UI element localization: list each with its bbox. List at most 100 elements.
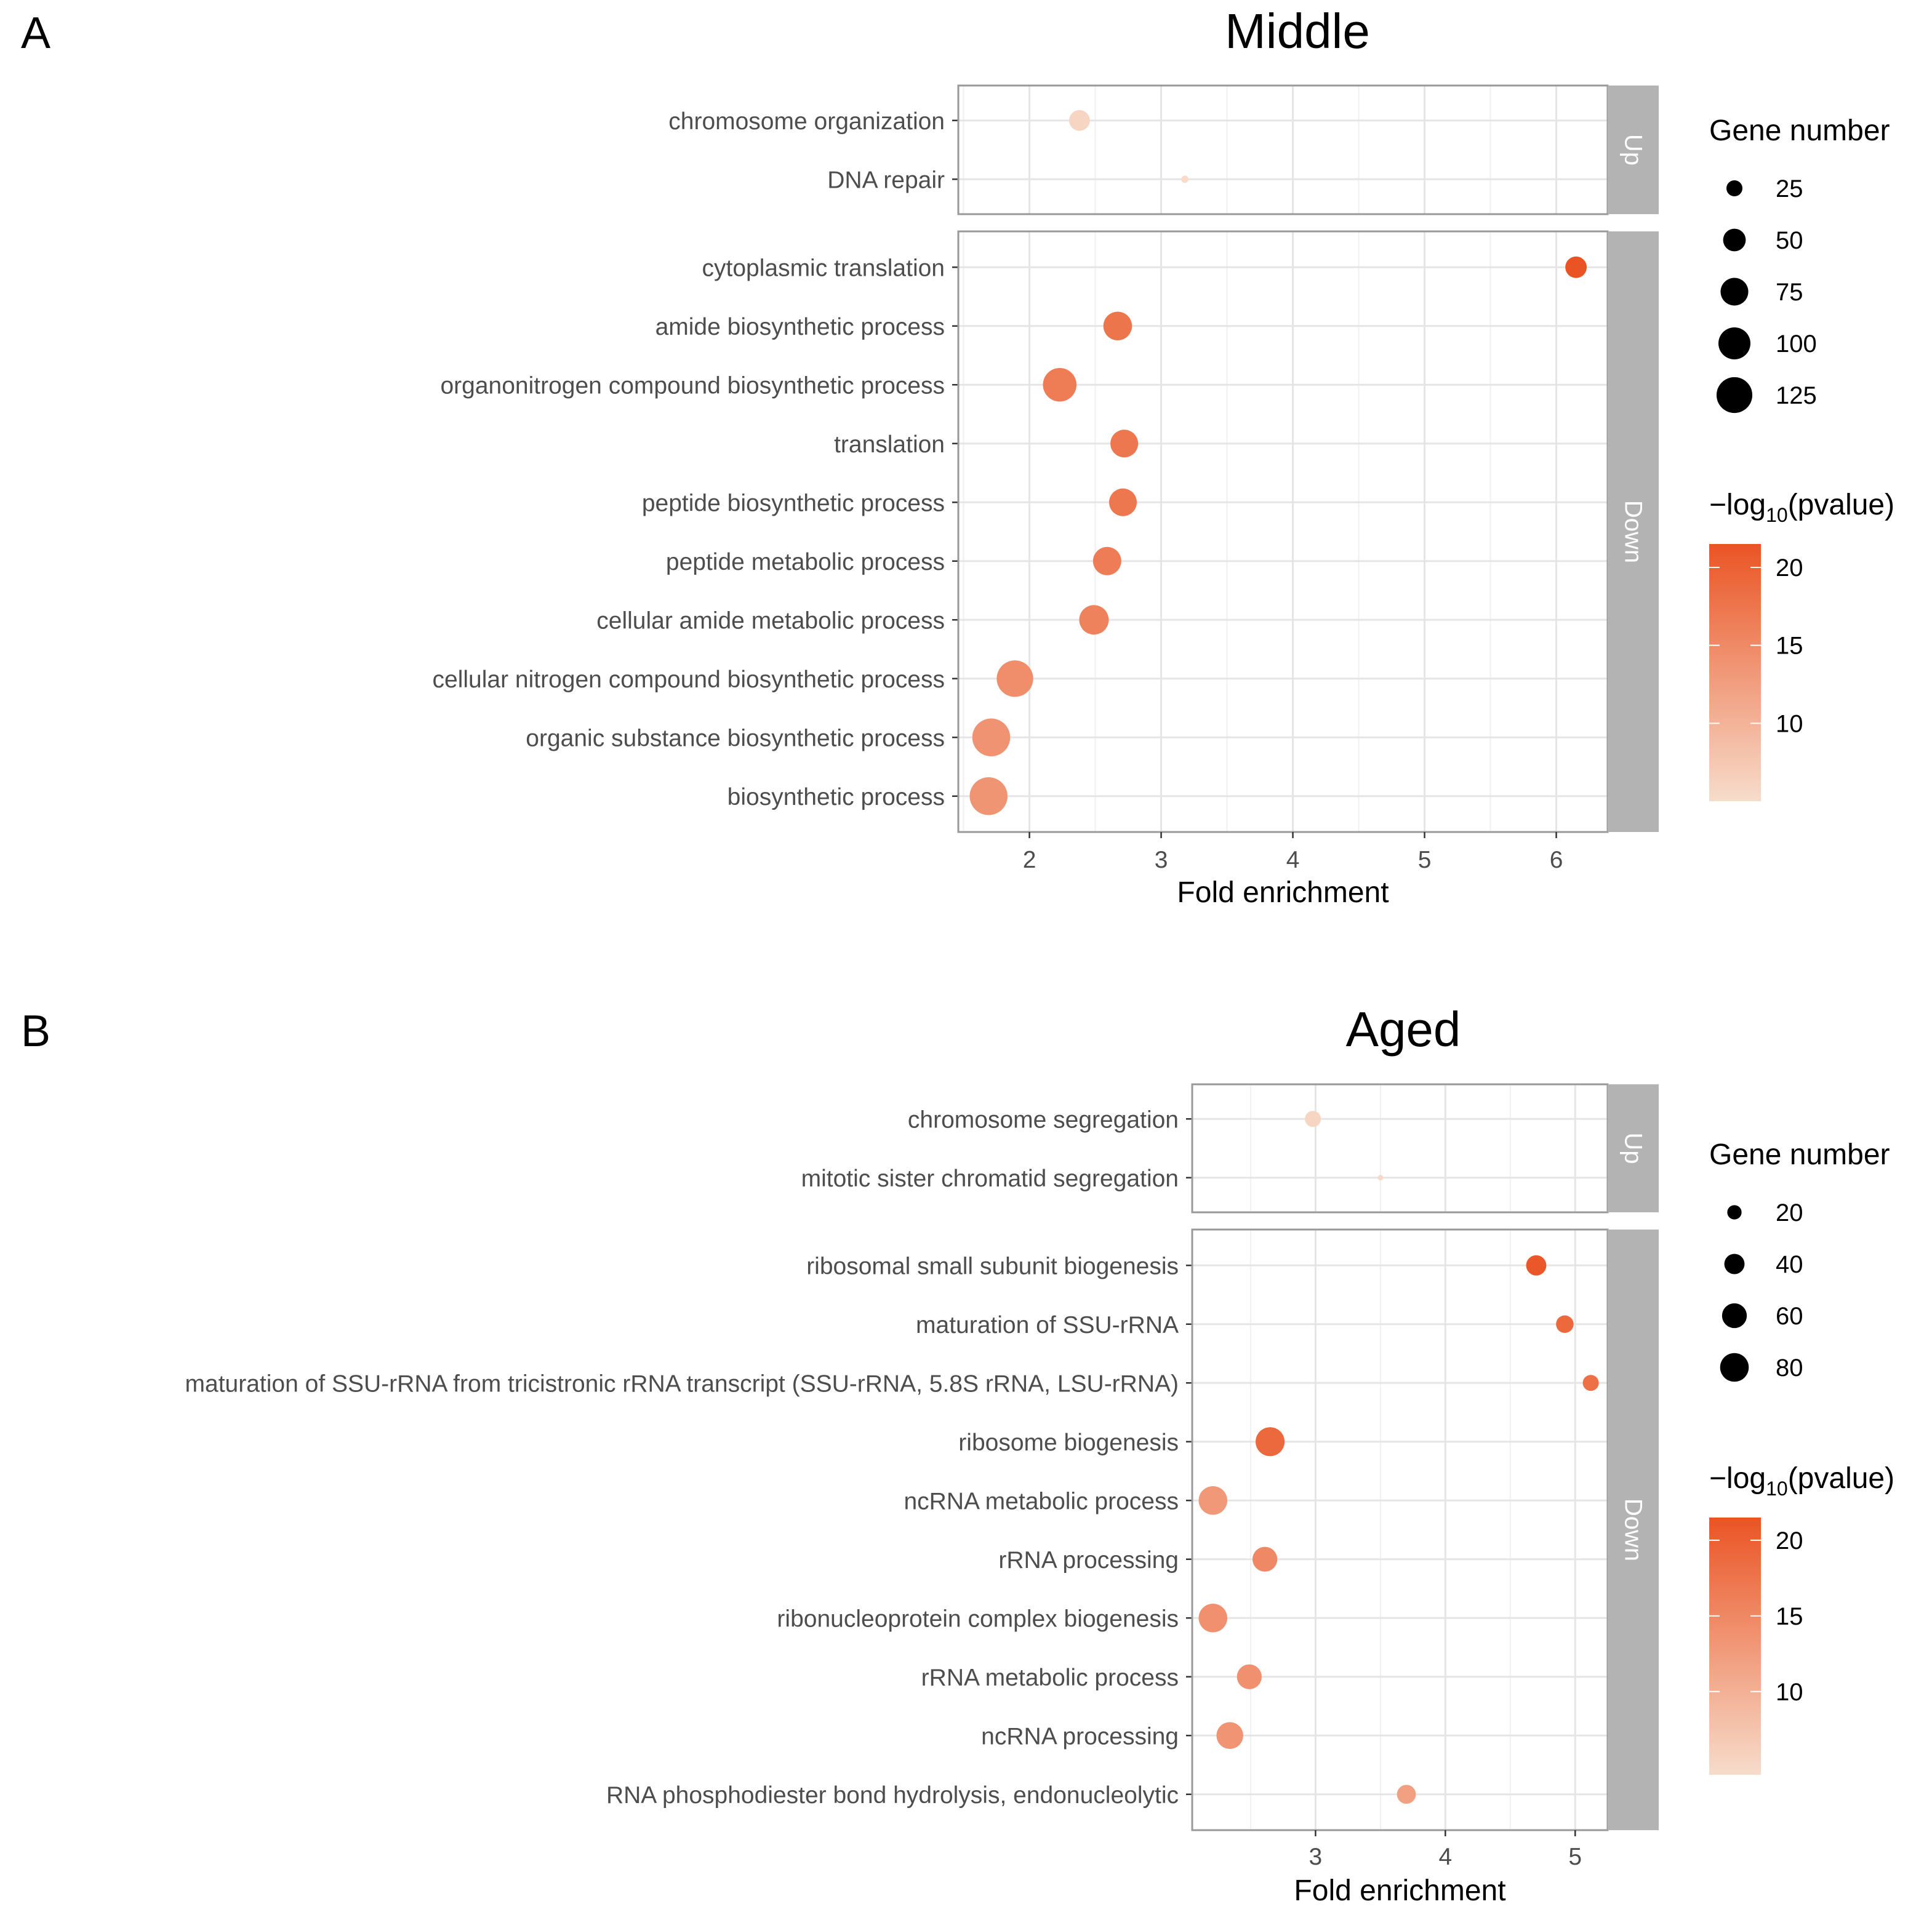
size-legend-label: 40 [1776, 1251, 1803, 1278]
x-tick-label: 6 [1550, 847, 1563, 873]
x-tick-label: 3 [1309, 1844, 1323, 1870]
x-axis-title: Fold enrichment [1294, 1874, 1505, 1907]
color-legend-label: 20 [1776, 554, 1803, 582]
data-point [1252, 1546, 1278, 1572]
panel-background [958, 86, 1608, 214]
color-legend-title-prefix: −log [1709, 489, 1766, 521]
facet-strip-label: Down [1620, 500, 1647, 563]
data-point [1198, 1603, 1228, 1633]
data-point [1181, 175, 1188, 183]
term-label: peptide biosynthetic process [642, 490, 945, 516]
chart-title: Middle [1225, 4, 1370, 58]
term-label: cellular amide metabolic process [596, 607, 945, 634]
x-tick-label: 4 [1438, 1844, 1452, 1870]
size-legend-key [1720, 278, 1749, 306]
facet-strip [1608, 1084, 1659, 1212]
size-legend-label: 20 [1776, 1199, 1803, 1226]
color-legend-title-sub: 10 [1766, 504, 1788, 526]
term-label: ribonucleoprotein complex biogenesis [777, 1606, 1179, 1632]
size-legend-label: 100 [1776, 330, 1817, 358]
x-tick-label: 2 [1023, 847, 1036, 873]
term-label: rRNA processing [998, 1547, 1179, 1574]
panel-background [1192, 1230, 1608, 1830]
facet-strip [1608, 231, 1659, 832]
term-label: amide biosynthetic process [655, 314, 945, 340]
size-legend-label: 80 [1776, 1354, 1803, 1382]
size-legend-key [1722, 1303, 1747, 1329]
facet-strip [1608, 1230, 1659, 1830]
size-legend-label: 50 [1776, 227, 1803, 254]
facet-up: chromosome segregation mitotic sister chr… [801, 1083, 1659, 1214]
facet-strip [1608, 86, 1659, 214]
x-tick-label: 5 [1418, 847, 1432, 873]
term-label: rRNA metabolic process [921, 1665, 1179, 1691]
term-label: chromosome organization [668, 108, 945, 135]
color-legend-label: 10 [1776, 1679, 1803, 1706]
term-label: organic substance biosynthetic process [526, 725, 945, 751]
x-tick-label: 5 [1568, 1844, 1582, 1870]
size-legend-key [1726, 180, 1742, 196]
data-point [1103, 311, 1132, 341]
term-label: DNA repair [827, 167, 945, 193]
color-legend-title: −log10(pvalue) [1709, 1462, 1894, 1500]
facet-strip-label: Down [1620, 1498, 1647, 1561]
term-label: maturation of SSU-rRNA [916, 1312, 1179, 1338]
data-point [1092, 546, 1121, 575]
size-legend-title: Gene number [1709, 1138, 1890, 1171]
term-label: maturation of SSU-rRNA from tricistronic… [185, 1370, 1179, 1397]
size-legend-label: 25 [1776, 175, 1803, 202]
size-legend-label: 125 [1776, 382, 1817, 409]
size-legend-key [1718, 327, 1750, 359]
size-legend-key [1720, 1353, 1749, 1382]
color-legend-label: 10 [1776, 710, 1803, 737]
facet-down: ribosomal small subunit biogenesis matura… [185, 1228, 1659, 1831]
term-label: organonitrogen compound biosynthetic pro… [440, 372, 945, 399]
data-point [1556, 1315, 1574, 1333]
data-point [969, 777, 1008, 815]
data-point [1079, 605, 1109, 635]
data-point [996, 660, 1033, 697]
term-label: ribosomal small subunit biogenesis [806, 1253, 1179, 1279]
data-point [1069, 110, 1090, 131]
data-point [1397, 1785, 1416, 1804]
term-label: mitotic sister chromatid segregation [801, 1166, 1179, 1192]
color-legend-title-prefix: −log [1709, 1462, 1766, 1495]
term-label: biosynthetic process [728, 784, 945, 810]
size-legend-label: 75 [1776, 279, 1803, 306]
data-point [1108, 488, 1137, 516]
x-tick-label: 4 [1286, 847, 1300, 873]
panel-label: A [21, 9, 50, 58]
data-point [1110, 430, 1139, 458]
term-label: ncRNA metabolic process [904, 1488, 1179, 1514]
panel-background [958, 231, 1608, 832]
size-legend: Gene number 25 50 75 100 125 [1709, 114, 1890, 414]
color-legend-title-suffix: (pvalue) [1788, 489, 1894, 521]
size-legend-key [1716, 377, 1753, 414]
data-point [1305, 1111, 1321, 1127]
size-legend-key [1727, 1205, 1742, 1220]
term-label: cytoplasmic translation [702, 255, 945, 281]
size-legend-key [1723, 228, 1746, 252]
size-legend-title: Gene number [1709, 114, 1890, 147]
term-label: translation [834, 431, 945, 458]
chart-title: Aged [1346, 1002, 1461, 1057]
term-label: ncRNA processing [981, 1723, 1179, 1750]
data-point [972, 718, 1011, 757]
x-tick-label: 3 [1155, 847, 1168, 873]
panel-background [1192, 1084, 1608, 1212]
term-label: peptide metabolic process [666, 549, 945, 575]
color-legend-label: 15 [1776, 633, 1803, 660]
color-legend-title-sub: 10 [1766, 1478, 1788, 1500]
term-label: chromosome segregation [908, 1106, 1179, 1133]
facet-down: cytoplasmic translation amide biosyntheti… [433, 230, 1659, 833]
data-point [1216, 1722, 1243, 1750]
facet-strip-label: Up [1620, 1132, 1647, 1164]
term-label: RNA phosphodiester bond hydrolysis, endo… [606, 1782, 1179, 1809]
